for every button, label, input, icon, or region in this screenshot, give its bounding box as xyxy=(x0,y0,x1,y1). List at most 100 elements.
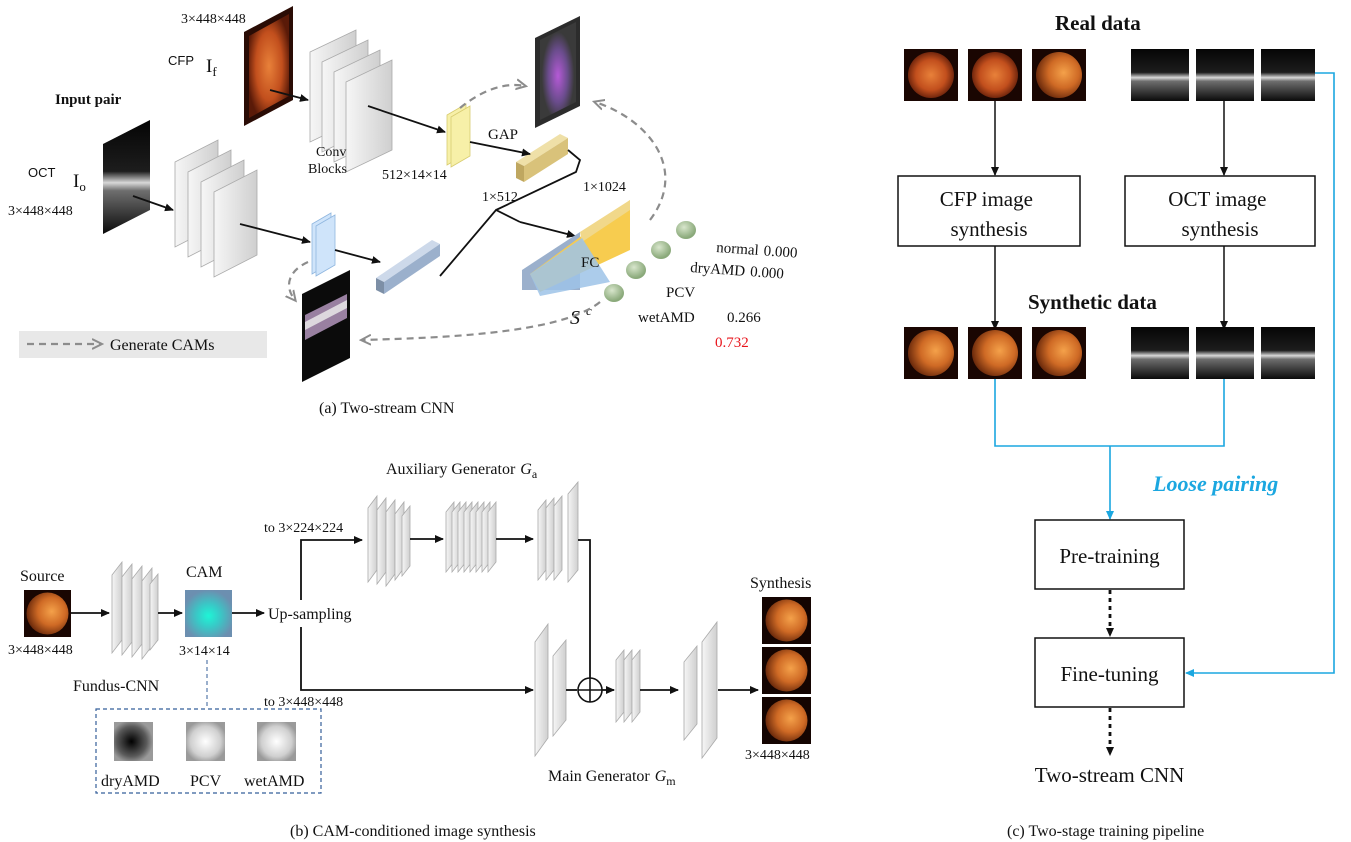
pretraining-label: Pre-training xyxy=(1059,544,1160,568)
cam-legend-label: Generate CAMs xyxy=(110,337,214,354)
synthesis-dim: 3×448×448 xyxy=(745,748,810,763)
cfp-synthesis-box xyxy=(897,175,1081,247)
source-fundus xyxy=(26,592,69,635)
synthesis-fundus-2 xyxy=(765,649,808,692)
cam-example-pcv xyxy=(186,722,225,761)
synthesis-label: Synthesis xyxy=(750,575,811,592)
sum-operator xyxy=(577,677,603,703)
oct-gap-bar xyxy=(376,240,440,294)
cfp-dim-label: 3×448×448 xyxy=(181,12,246,27)
main-generator-encoder xyxy=(534,622,567,758)
cfp-synthesis-label: CFP image synthesis xyxy=(940,187,1038,241)
oct-conv-to-feature-arrow xyxy=(239,223,311,244)
cam-example-label-dryamd: dryAMD xyxy=(101,773,160,790)
oct-conv-blocks xyxy=(174,139,258,278)
score-value-wetamd: 0.732 xyxy=(715,335,749,351)
cfp-to-conv-arrow xyxy=(269,89,309,102)
source-dim: 3×448×448 xyxy=(8,643,73,658)
score-node-wetamd xyxy=(604,284,624,302)
synthesis-fundus-1 xyxy=(765,599,808,642)
synthesis-fundus-3 xyxy=(765,699,808,742)
cfp-symbol: If xyxy=(206,56,217,79)
cfp-feature-to-gap-arrow xyxy=(469,141,531,157)
aux-generator-residual xyxy=(445,500,497,574)
to-448-label: to 3×448×448 xyxy=(264,695,343,710)
panel-a-two-stream-cnn: Input pair 3×448×448 CFP If OCT Io 3×448… xyxy=(8,6,798,417)
panel-b-cam-synthesis: Source 3×448×448 Fundus-CNN CAM 3×14×14 … xyxy=(8,461,811,840)
aux-generator-encoder xyxy=(367,494,411,588)
panel-a-caption: (a) Two-stream CNN xyxy=(319,400,455,417)
finetuning-box xyxy=(1034,637,1185,708)
synthetic-cfp-2-fundus xyxy=(972,330,1018,376)
source-label: Source xyxy=(20,568,64,585)
cam-label: CAM xyxy=(186,564,222,581)
oct-symbol: Io xyxy=(73,171,86,194)
score-node-pcv xyxy=(626,261,646,279)
score-node-normal xyxy=(676,221,696,239)
real-cfp-3-fundus xyxy=(1036,52,1082,98)
synthetic-oct-1 xyxy=(1131,327,1189,379)
oct-cam-image xyxy=(302,270,350,382)
final-model-label: Two-stream CNN xyxy=(1035,763,1185,787)
cfp-cam-image xyxy=(535,16,580,128)
panel-c-caption: (c) Two-stage training pipeline xyxy=(1007,823,1204,840)
real-oct-2 xyxy=(1196,49,1254,101)
cfp-input-image xyxy=(244,6,293,126)
cam-dim: 3×14×14 xyxy=(179,644,230,659)
oct-feature-to-gap-arrow xyxy=(334,249,381,264)
cam-arrow-cfp-short xyxy=(459,85,525,109)
cam-example-label-pcv: PCV xyxy=(190,773,222,790)
synthetic-oct-2 xyxy=(1196,327,1254,379)
loose-pairing-connector xyxy=(994,379,1225,447)
main-generator-residual xyxy=(615,648,641,724)
oct-dim-label: 3×448×448 xyxy=(8,204,73,219)
cfp-gap-bar xyxy=(516,134,568,182)
cam-example-label-wetamd: wetAMD xyxy=(244,773,304,790)
oct-synthesis-label: OCT image synthesis xyxy=(1168,187,1271,241)
cfp-feature-map xyxy=(446,103,471,168)
to-224-label: to 3×224×224 xyxy=(264,521,343,536)
cam-arrow-oct-long xyxy=(362,301,601,340)
concat-to-fc-arrow xyxy=(519,221,576,238)
fundus-cnn-label: Fundus-CNN xyxy=(73,678,160,695)
loose-pairing-label: Loose pairing xyxy=(1152,471,1278,496)
upsampling-to-aux-arrow xyxy=(300,536,363,600)
cfp-gap-to-fc-line xyxy=(495,149,582,211)
cam-example-wetamd xyxy=(257,722,296,761)
oct-synthesis-box xyxy=(1124,175,1316,247)
gap-label: GAP xyxy=(488,127,518,143)
oct-input-image xyxy=(103,120,150,234)
cam-legend-box xyxy=(19,331,267,358)
real-cfp-2-fundus xyxy=(972,52,1018,98)
real-data-to-finetuning-arrow xyxy=(1185,72,1335,677)
gap-dim: 1×512 xyxy=(482,190,518,205)
aux-generator-decoder xyxy=(537,480,579,584)
cam-example-dryamd xyxy=(114,722,153,761)
score-label-pcv: PCV xyxy=(666,285,695,301)
synthetic-oct-3 xyxy=(1261,327,1315,379)
cfp-feature-dim: 512×14×14 xyxy=(382,168,447,183)
cam-arrow-cfp-long xyxy=(595,102,667,221)
upsampling-label: Up-sampling xyxy=(268,606,352,623)
input-pair-label: Input pair xyxy=(55,92,122,108)
pretraining-box xyxy=(1034,519,1185,590)
score-node-dryamd xyxy=(651,241,671,259)
oct-gap-to-fc-line xyxy=(439,208,521,277)
real-data-label: Real data xyxy=(1055,11,1141,35)
oct-feature-map xyxy=(311,212,336,277)
oct-tag: OCT xyxy=(28,165,56,180)
cam-image xyxy=(185,590,232,637)
score-value-pcv: 0.266 xyxy=(727,310,761,326)
synthetic-data-label: Synthetic data xyxy=(1028,290,1157,314)
panel-b-caption: (b) CAM-conditioned image synthesis xyxy=(290,823,536,840)
fc-label: FC xyxy=(581,255,599,271)
synthetic-cfp-1-fundus xyxy=(908,330,954,376)
real-oct-1 xyxy=(1131,49,1189,101)
oct-to-conv-arrow xyxy=(132,195,174,212)
